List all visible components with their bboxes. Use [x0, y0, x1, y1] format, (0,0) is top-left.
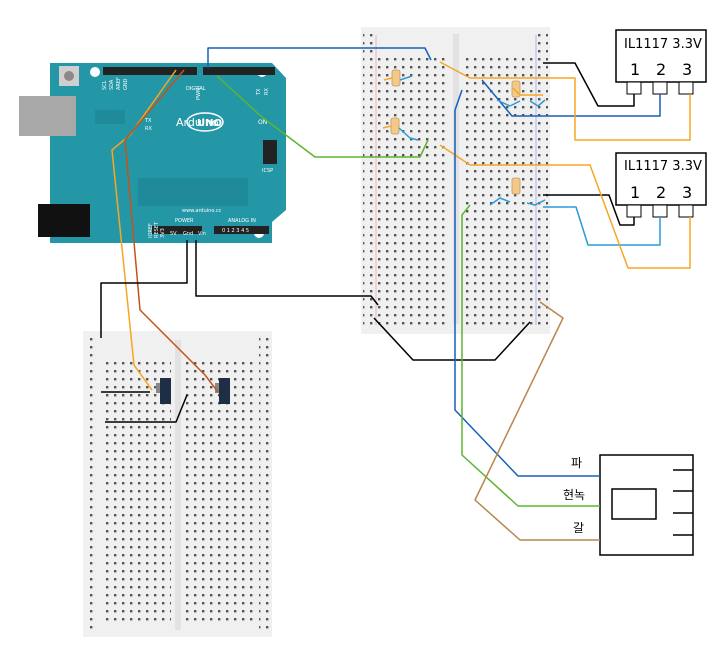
wire-green-module	[461, 204, 600, 507]
switches	[156, 378, 230, 404]
module-label-brown: 갈	[573, 521, 584, 535]
arduino-board: Arduino UNO www.arduino.cc ON ICSP DIGIT…	[19, 63, 286, 243]
switch-1	[160, 378, 171, 404]
wire-black-reg1	[543, 62, 635, 107]
wire-black-bottom	[373, 317, 531, 361]
power-label: POWER	[175, 218, 194, 224]
wire-cyan-reg2-c	[526, 199, 546, 206]
regulator-1: IL1117 3.3V 1 2 3	[615, 29, 707, 95]
wire-blue-module	[454, 89, 600, 477]
usb-port	[19, 96, 76, 136]
analog-label: ANALOG IN	[228, 218, 256, 224]
scl-label: SCL	[102, 80, 108, 90]
v33-label: 3V3	[160, 228, 166, 238]
resistor-2	[390, 117, 400, 135]
module-label-green: 현녹	[563, 488, 585, 502]
icsp-header	[263, 140, 277, 164]
module-label-blue: 파	[571, 456, 582, 470]
ioref-label: IOREF	[148, 223, 154, 238]
sensor-module: 파 현녹 갈	[563, 454, 694, 556]
arduino-website: www.arduino.cc	[182, 208, 222, 214]
resistor-1	[391, 69, 401, 87]
regulator-1-pin-1: 1	[630, 60, 640, 79]
tx-label: TX	[144, 118, 152, 124]
wire-orange-switch	[133, 364, 153, 391]
regulator-2-pin-2: 2	[656, 183, 666, 202]
wire-blue-reg1	[481, 79, 661, 117]
v5-label: 5V	[170, 231, 177, 237]
regulator-1-label: IL1117 3.3V	[624, 37, 702, 52]
wire-black-switch-2	[105, 394, 188, 423]
digital-label: DIGITAL	[186, 86, 206, 92]
wire-blue-arduino	[207, 47, 432, 68]
power-jack	[38, 204, 90, 237]
wire-orange-reg1-b	[512, 87, 543, 96]
gnd-label: GND	[123, 78, 129, 90]
switch-2	[219, 378, 230, 404]
regulator-2-pin-1: 1	[630, 183, 640, 202]
regulator-1-pin-2: 2	[656, 60, 666, 79]
wire-orange-reg1	[439, 61, 691, 141]
wire-cyan-reg1-b	[529, 99, 546, 107]
reset-label: RESET	[154, 221, 160, 238]
wire-redbrown-switch	[204, 374, 219, 393]
resistor-4	[511, 177, 521, 195]
wire-redbrown-arduino	[124, 69, 206, 376]
regulator-1-pin-3: 3	[682, 60, 692, 79]
rx-side-label: RX	[264, 88, 270, 95]
on-label: ON	[258, 119, 267, 126]
analog-pins-label: 0 1 2 3 4 5	[222, 228, 249, 234]
icsp-label: ICSP	[262, 168, 273, 174]
aref-label: AREF	[116, 77, 122, 90]
sda-label: SDA	[109, 79, 115, 90]
wires	[100, 47, 691, 541]
arduino-model: UNO	[197, 118, 222, 129]
wire-cyan-reg1	[496, 99, 521, 107]
arduino-brand: Arduino	[176, 116, 219, 129]
regulator-2-pin-3: 3	[682, 183, 692, 202]
regulator-2-label: IL1117 3.3V	[624, 159, 702, 174]
wire-brown-module	[474, 301, 600, 541]
rx-label: RX	[145, 126, 152, 132]
wire-cyan-reg2-b	[489, 197, 511, 206]
wire-orange-arduino	[111, 69, 177, 366]
wire-black-gnd-1	[100, 240, 188, 338]
wire-green-arduino	[216, 75, 429, 158]
tx-side-label: TX	[256, 88, 262, 96]
pwm-label: PWM	[196, 88, 202, 100]
regulator-2: IL1117 3.3V 1 2 3	[615, 152, 707, 218]
vin-label: Vin	[198, 231, 206, 237]
wire-orange-reg2	[439, 144, 691, 269]
gnd2-label: Gnd	[183, 231, 193, 237]
resistors	[390, 69, 521, 195]
wire-black-gnd-2	[195, 240, 379, 306]
wire-black-reg2	[543, 194, 635, 226]
breadboard-bottom	[83, 331, 272, 637]
wire-cyan-reg2	[543, 206, 661, 246]
